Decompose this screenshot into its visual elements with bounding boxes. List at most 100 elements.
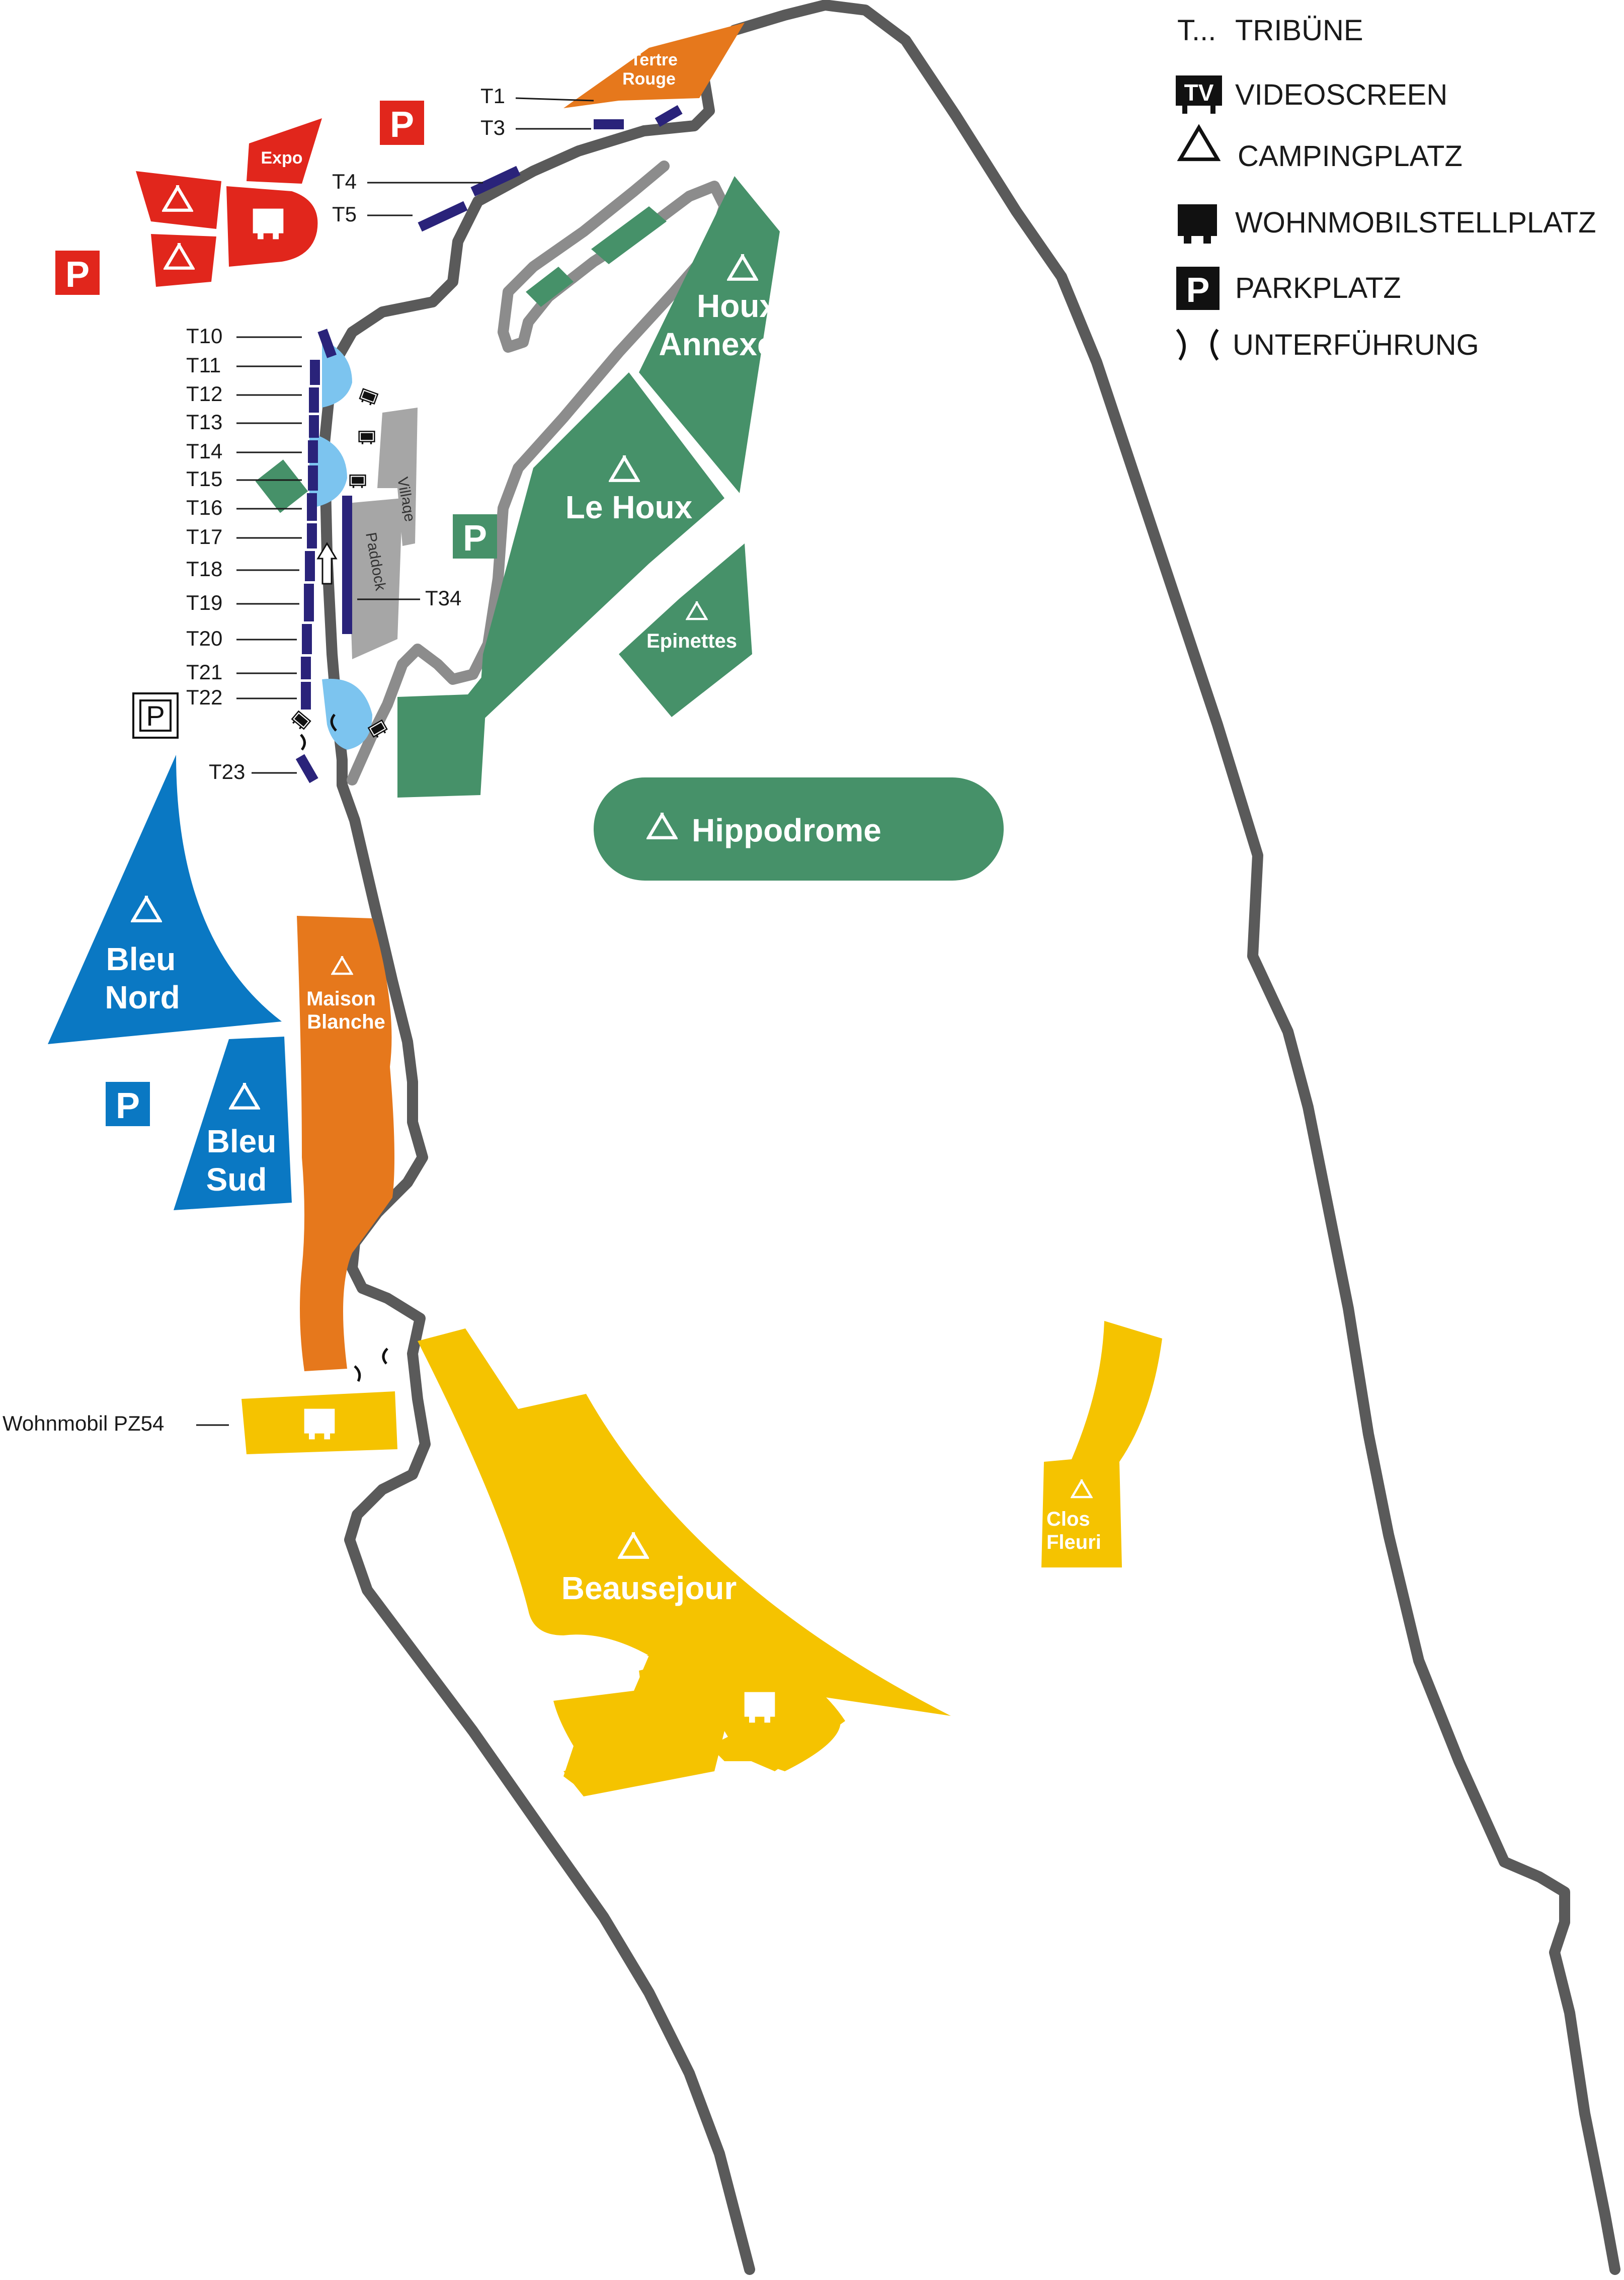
tribune-label-t3: T3 [480, 116, 505, 139]
zone-le-houx-label: Le Houx [565, 489, 693, 525]
zone-light-blue-3 [322, 678, 372, 750]
underpass-icon [1176, 329, 1186, 361]
tribune-label-t11: T11 [186, 353, 221, 377]
tribune-label-t23: T23 [209, 760, 245, 783]
parking-red-1[interactable] [380, 101, 424, 145]
underpass-icon [1210, 329, 1219, 361]
stand-t5[interactable] [418, 201, 468, 232]
arrow-up-icon [316, 542, 338, 585]
stand-t16[interactable] [307, 493, 317, 521]
stand-t10[interactable] [317, 329, 337, 358]
tribune-label-t22: T22 [186, 685, 222, 709]
zone-red-camp-1[interactable] [136, 171, 221, 229]
parking-green[interactable] [453, 514, 497, 559]
stand-t34[interactable] [342, 496, 352, 634]
parking-label: P [463, 518, 487, 559]
stand-t18[interactable] [305, 551, 315, 581]
videoscreen-icon [358, 430, 375, 445]
tribune-label-t15: T15 [186, 467, 222, 491]
stand-t23[interactable] [295, 754, 318, 783]
tribune-labels: T1 T3 T4 T5 T10 T11 T12 T13 T14 T15 T16 … [186, 84, 594, 783]
zone-houx-annexe[interactable] [639, 176, 780, 493]
stand-t15[interactable] [308, 465, 318, 491]
underpass-icon [300, 734, 306, 751]
zone-paddock[interactable] [347, 498, 402, 659]
zone-bleu-nord[interactable] [48, 755, 282, 1044]
zone-beausejour-label: Beausejour [561, 1570, 737, 1606]
zone-red-camp-2[interactable] [151, 234, 216, 287]
stand-t17[interactable] [307, 523, 317, 548]
tribune-label-t12: T12 [186, 382, 222, 406]
parking-label: P [65, 255, 90, 295]
videoscreen-icon [358, 388, 379, 407]
tribune-label-t5: T5 [332, 202, 357, 226]
stand-t20[interactable] [302, 624, 312, 654]
stand-t11[interactable] [310, 360, 320, 385]
zone-clos-fleuri[interactable] [1041, 1321, 1162, 1567]
zone-tertre-rouge[interactable] [563, 23, 745, 108]
zone-village[interactable] [377, 408, 418, 546]
tribune-label-t20: T20 [186, 626, 222, 650]
videoscreen-icon [289, 711, 311, 732]
zone-maison-blanche[interactable] [297, 916, 394, 1371]
tribune-label-t34: T34 [425, 586, 461, 610]
zone-beausejour[interactable] [418, 1328, 951, 1791]
parking-icon [1176, 267, 1220, 310]
race-track [319, 0, 1620, 2275]
parking-label: P [116, 1086, 140, 1126]
tribune-label-t16: T16 [186, 496, 222, 519]
videoscreen-icon: TV [1176, 75, 1222, 114]
zone-hippodrome[interactable] [594, 777, 1004, 881]
motorhome-pz54-label: Wohnmobil PZ54 [3, 1411, 164, 1435]
parking-label: P [390, 105, 414, 145]
zone-beausejour-lower[interactable] [563, 1650, 845, 1796]
underpass-icon [330, 714, 337, 732]
zone-beausejour-joint [646, 1640, 709, 1671]
motorhome-icon [1178, 204, 1217, 244]
parking-blue[interactable] [106, 1082, 150, 1126]
legend-underpass-label: UNTERFÜHRUNG [1233, 329, 1479, 361]
zone-bleu-sud[interactable] [174, 1037, 292, 1210]
stand-t12[interactable] [309, 387, 319, 413]
parking-icon-label: P [1186, 270, 1210, 309]
underpass-icon [354, 1365, 361, 1382]
camping-icon [1180, 127, 1218, 159]
zone-le-houx[interactable] [478, 372, 724, 725]
tribune-label-t10: T10 [186, 324, 222, 348]
tribune-label-t13: T13 [186, 410, 222, 434]
stand-t21[interactable] [301, 657, 311, 679]
stand-t4[interactable] [470, 166, 521, 197]
zone-green-south[interactable] [397, 669, 488, 798]
zone-green-strip [255, 459, 308, 513]
legend-tribune-symbol: T... [1177, 14, 1216, 47]
stand-t1[interactable] [594, 119, 624, 129]
tribune-label-t17: T17 [186, 525, 222, 548]
stand-t14[interactable] [308, 440, 318, 463]
legend-videoscreen-label: VIDEOSCREEN [1235, 78, 1447, 111]
zone-green-strip-1[interactable] [591, 206, 667, 264]
legend-parking-label: PARKPLATZ [1235, 272, 1401, 304]
parking-outline-inner [139, 699, 172, 732]
zone-epinettes[interactable] [619, 543, 752, 717]
zone-expo[interactable] [247, 118, 322, 184]
parking-red-2[interactable] [55, 251, 100, 295]
stand-t22[interactable] [301, 682, 311, 710]
tribune-label-t18: T18 [186, 557, 222, 581]
tribune-stands [295, 105, 683, 783]
tribune-label-t1: T1 [480, 84, 505, 108]
stand-t3[interactable] [655, 105, 683, 127]
zone-green-strip-2[interactable] [526, 267, 574, 307]
zone-epinettes-label: Epinettes [646, 630, 737, 652]
zone-light-blue-2 [309, 433, 347, 508]
stand-t13[interactable] [309, 415, 319, 438]
legend-motorhome-label: WOHNMOBILSTELLPLATZ [1235, 206, 1596, 239]
legend: T... TRIBÜNE TV VIDEOSCREEN CAMPINGPLATZ… [1176, 14, 1596, 361]
stand-t19[interactable] [304, 584, 314, 621]
